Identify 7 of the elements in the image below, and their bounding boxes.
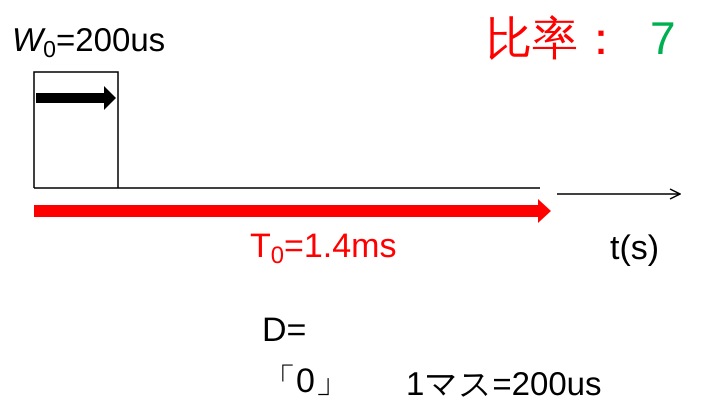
pulse-width-label: W$_{0}$=200us <box>12 22 166 62</box>
ratio-label: 比率： <box>486 13 624 64</box>
grid-scale-note: 1マス=200us <box>406 366 602 402</box>
ratio-value: 7 <box>650 13 676 64</box>
duty-label: D=「0」 <box>262 310 348 402</box>
period-label: T$_{0}$=1.4ms <box>250 228 396 270</box>
axis-label: t(s) <box>610 230 660 268</box>
